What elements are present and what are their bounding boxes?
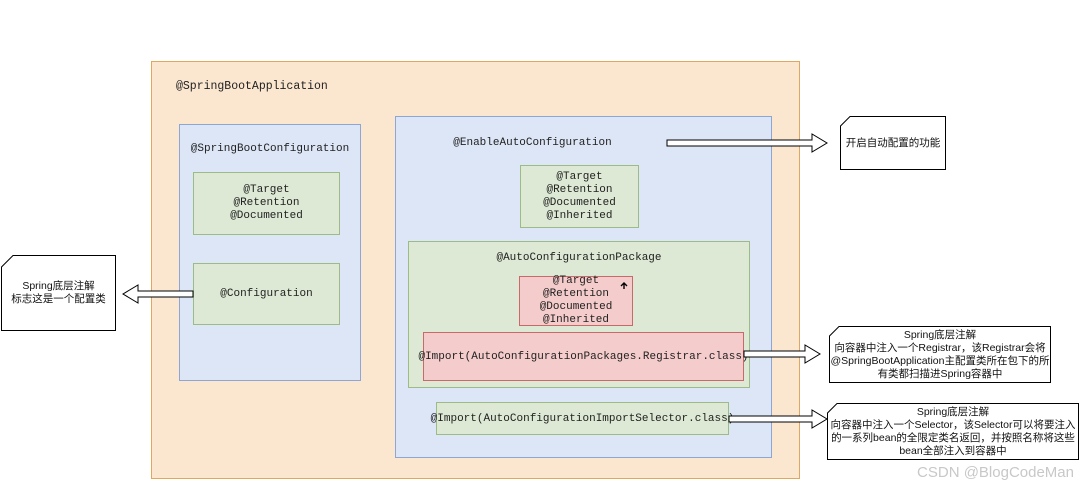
note-line: Spring底层注解 [22, 280, 95, 292]
spring-boot-configuration-box: @SpringBootConfiguration [179, 124, 361, 381]
cursor-icon [620, 282, 628, 289]
note-line: @SpringBootApplication主配置类所在包下的所 [830, 354, 1050, 367]
meta-target: @Target [243, 184, 290, 196]
configuration-label: @Configuration [220, 288, 313, 300]
note-text: Spring底层注解 向容器中注入一个Selector，该Selector可以将… [827, 403, 1079, 460]
import-selector-box: @Import(AutoConfigurationImportSelector.… [431, 402, 734, 435]
note-line: 开启自动配置的功能 [845, 136, 941, 149]
import-registrar-box: @Import(AutoConfigurationPackages.Regist… [418, 332, 749, 381]
note-text: Spring底层注解 向容器中注入一个Registrar，该Registrar会… [829, 326, 1051, 383]
enable-auto-configuration-label: @EnableAutoConfiguration [453, 137, 612, 149]
note-shape [829, 326, 1051, 383]
auto-configuration-package-label: @AutoConfigurationPackage [496, 252, 662, 264]
note-registrar: Spring底层注解 向容器中注入一个Registrar，该Registrar会… [829, 326, 1051, 383]
spring-boot-application-label: @SpringBootApplication [176, 80, 328, 93]
meta-retention: @Retention [233, 197, 300, 209]
meta-retention: @Retention [546, 183, 613, 196]
meta-target: @Target [556, 170, 603, 183]
spring-boot-configuration-label: @SpringBootConfiguration [190, 143, 350, 155]
meta-inherited: @Inherited [542, 314, 609, 326]
note-selector: Spring底层注解 向容器中注入一个Selector，该Selector可以将… [827, 403, 1079, 460]
import-registrar-label: @Import(AutoConfigurationPackages.Regist… [418, 350, 749, 363]
meta-inherited: @Inherited [546, 209, 613, 222]
arrow-configuration-note [122, 284, 194, 304]
note-line: Spring底层注解 [903, 328, 977, 341]
watermark: CSDN @BlogCodeMan [917, 464, 1074, 481]
config-meta-annotations: @Target @Retention @Documented [193, 172, 340, 235]
note-line: 标志这是一个配置类 [11, 293, 106, 305]
note-line: Spring底层注解 [916, 405, 990, 418]
note-text: Spring底层注解 标志这是一个配置类 [1, 255, 116, 331]
meta-retention: @Retention [542, 288, 609, 300]
note-line: bean全部注入到容器中 [899, 444, 1007, 457]
note-line: 的一系列bean的全限定类名返回，并按照名称将这些 [831, 431, 1075, 444]
note-configuration: Spring底层注解 标志这是一个配置类 [1, 255, 116, 331]
note-text: 开启自动配置的功能 [840, 116, 946, 170]
import-selector-label: @Import(AutoConfigurationImportSelector.… [430, 412, 735, 425]
configuration-box: @Configuration [193, 263, 340, 325]
arrow-registrar-note [743, 344, 821, 364]
meta-target: @Target [552, 275, 600, 287]
arrow-selector-note [728, 409, 828, 429]
arrow-enable-note [666, 133, 828, 153]
note-shape [1, 255, 116, 331]
note-shape [827, 403, 1079, 460]
note-shape [840, 116, 946, 170]
auto-meta-annotations: @Target @Retention @Documented @Inherite… [520, 165, 639, 228]
note-line: 向容器中注入一个Selector，该Selector可以将要注入 [830, 418, 1076, 431]
meta-documented: @Documented [230, 210, 303, 222]
package-meta-annotations: @Target @Retention @Documented @Inherite… [519, 275, 633, 326]
note-line: 向容器中注入一个Registrar，该Registrar会将 [834, 341, 1046, 354]
meta-documented: @Documented [543, 196, 616, 209]
note-line: 有类都扫描进Spring容器中 [877, 367, 1003, 380]
meta-documented: @Documented [539, 301, 613, 313]
note-enable-auto-config: 开启自动配置的功能 [840, 116, 946, 170]
